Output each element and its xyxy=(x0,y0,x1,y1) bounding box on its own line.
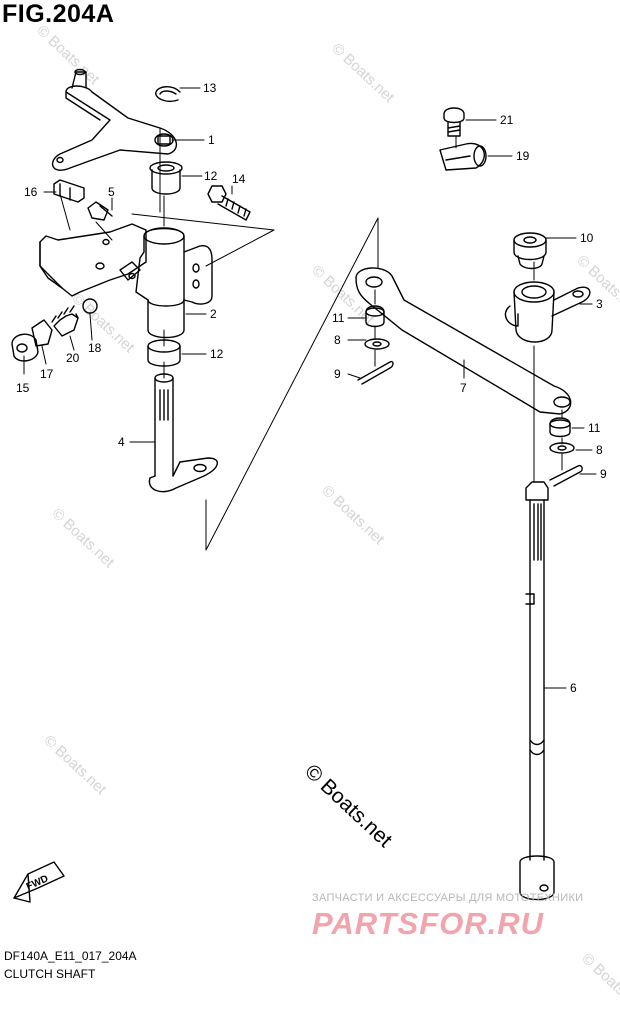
callout-number: 14 xyxy=(232,172,246,186)
nut-washer-pin-part xyxy=(357,305,394,385)
callout-number: 7 xyxy=(460,381,467,395)
callout-number: 9 xyxy=(600,467,607,481)
callout-number: 21 xyxy=(500,113,514,127)
shift-shaft-part xyxy=(148,373,218,493)
callout-number: 10 xyxy=(580,231,594,245)
construction-lines xyxy=(59,127,563,551)
callout-number: 12 xyxy=(204,169,218,183)
callout-number: 11 xyxy=(588,421,601,435)
callout-number: 2 xyxy=(210,307,217,321)
callout-number: 17 xyxy=(40,367,54,381)
clutch-rod-part xyxy=(519,481,555,901)
callout-number: 1 xyxy=(208,133,215,147)
callout-number: 5 xyxy=(108,185,115,199)
clutch-arm-part xyxy=(51,68,178,171)
figure-caption: CLUTCH SHAFT xyxy=(4,967,96,981)
callout-number: 8 xyxy=(334,333,341,347)
callout-number: 15 xyxy=(16,381,30,395)
ad-logo: PARTSFOR.RU xyxy=(312,906,545,941)
callout-number: 12 xyxy=(210,347,224,361)
callout-number: 6 xyxy=(570,681,577,695)
callout-number: 9 xyxy=(334,367,341,381)
callout-number: 4 xyxy=(118,435,125,449)
figure-code: DF140A_E11_017_204A xyxy=(4,949,137,963)
bushing-part xyxy=(149,161,183,195)
callout-number: 19 xyxy=(516,149,530,163)
fwd-arrow-icon xyxy=(13,861,65,903)
connecting-rod-part xyxy=(355,267,572,415)
bolt-part xyxy=(443,107,465,137)
plug-part xyxy=(513,232,547,270)
callout-number: 20 xyxy=(66,351,80,365)
callout-number: 13 xyxy=(203,81,217,95)
callout-number: 18 xyxy=(88,341,102,355)
ad-tagline: ЗАПЧАСТИ И АКСЕССУАРЫ ДЛЯ МОТОТЕХНИКИ xyxy=(312,892,584,904)
shaft-housing-part xyxy=(135,227,213,339)
e-ring-part xyxy=(155,86,181,102)
clamp-part xyxy=(439,142,487,171)
exploded-parts-drawing: 13 1 12 14 16 5 2 12 15 17 20 18 4 21 19… xyxy=(11,68,607,903)
leader-lines xyxy=(23,87,597,689)
bolt-part xyxy=(207,185,251,221)
callout-number: 16 xyxy=(24,185,38,199)
small-fittings-part xyxy=(11,298,98,362)
figure-title: FIG.204A xyxy=(2,0,115,28)
callout-number: 11 xyxy=(332,311,345,325)
shaft-bracket-part xyxy=(504,281,591,343)
callout-number: 8 xyxy=(596,443,603,457)
callout-number: 3 xyxy=(596,297,603,311)
shift-bracket-part xyxy=(39,223,147,297)
nipple-part xyxy=(87,201,113,221)
clip-part xyxy=(53,179,85,203)
